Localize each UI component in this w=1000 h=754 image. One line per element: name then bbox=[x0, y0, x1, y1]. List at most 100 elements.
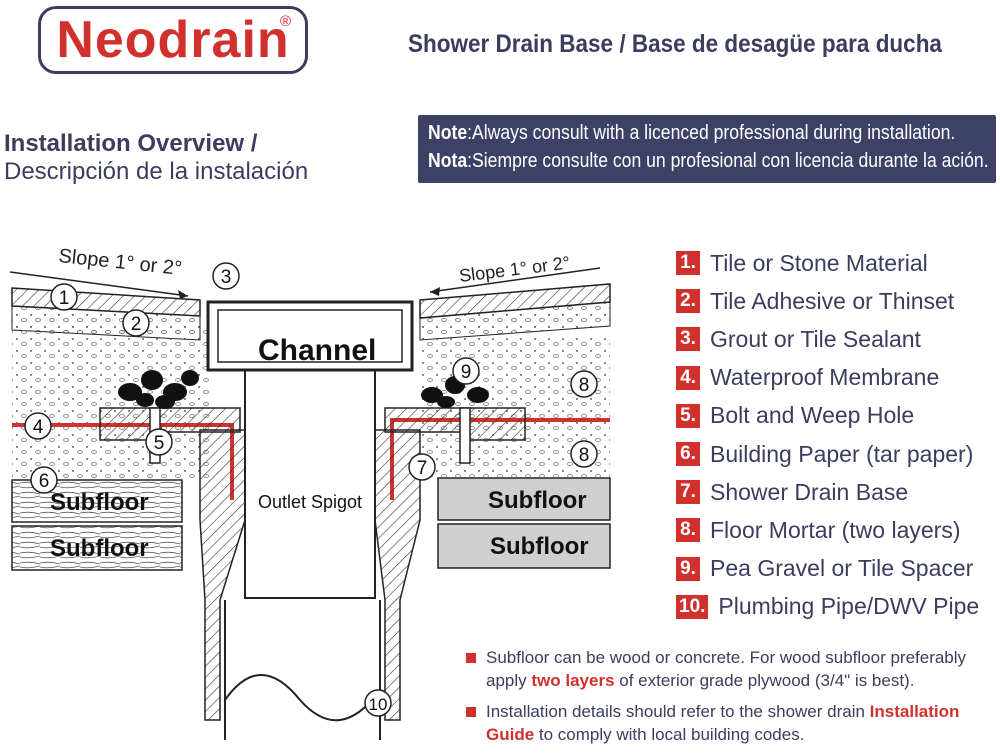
legend-number: 6. bbox=[676, 442, 700, 467]
outlet-label: Outlet Spigot bbox=[258, 492, 362, 512]
legend-text: Plumbing Pipe/DWV Pipe bbox=[718, 593, 980, 620]
channel bbox=[206, 300, 414, 372]
subfloor-label-rt: Subfloor bbox=[488, 487, 587, 514]
callout-9: 9 bbox=[452, 357, 480, 385]
legend-item: 3. Grout or Tile Sealant bbox=[676, 320, 996, 358]
svg-text:9: 9 bbox=[461, 362, 472, 383]
legend-number: 3. bbox=[676, 327, 700, 352]
legend-number: 4. bbox=[676, 365, 700, 390]
legend-number: 1. bbox=[676, 251, 700, 276]
legend-text: Waterproof Membrane bbox=[710, 364, 940, 391]
brand-logo: Neodrain ® bbox=[38, 6, 308, 74]
legend-number: 10. bbox=[676, 594, 709, 619]
svg-text:6: 6 bbox=[39, 471, 50, 492]
svg-text:3: 3 bbox=[221, 267, 232, 288]
legend-item: 7. Shower Drain Base bbox=[676, 473, 996, 511]
legend: 1. Tile or Stone Material 2. Tile Adhesive… bbox=[676, 244, 996, 626]
callout-4: 4 bbox=[24, 412, 52, 440]
legend-item: 4. Waterproof Membrane bbox=[676, 359, 996, 397]
bullet-square-icon bbox=[466, 707, 476, 717]
pea-gravel-right bbox=[421, 376, 489, 408]
footnotes: Subfloor can be wood or concrete. For wo… bbox=[466, 646, 996, 754]
note-text: Subfloor can be wood or concrete. For wo… bbox=[486, 648, 967, 690]
bullet-square-icon bbox=[466, 653, 476, 663]
slope-right-label: Slope 1° or 2° bbox=[458, 253, 571, 286]
legend-text: Grout or Tile Sealant bbox=[710, 325, 921, 352]
legend-number: 8. bbox=[676, 518, 700, 543]
legend-item: 1. Tile or Stone Material bbox=[676, 244, 996, 282]
overview-es: Descripción de la instalación bbox=[4, 158, 309, 185]
svg-text:10: 10 bbox=[369, 695, 388, 714]
callout-1: 1 bbox=[50, 283, 78, 311]
subfloor-right-top bbox=[437, 477, 611, 521]
note-subfloor: Subfloor can be wood or concrete. For wo… bbox=[466, 646, 996, 692]
callout-7: 7 bbox=[408, 453, 436, 481]
slope-arrow-left bbox=[9, 271, 189, 297]
callout-2: 2 bbox=[122, 309, 150, 337]
note-guide: Installation details should refer to the… bbox=[466, 700, 996, 746]
callout-8-bottom: 8 bbox=[570, 440, 598, 468]
svg-text:4: 4 bbox=[33, 417, 44, 438]
drain-diagram: Slope 1° or 2° Slope 1° or 2° Channel Ou… bbox=[9, 245, 611, 740]
slope-arrow-right bbox=[429, 267, 601, 293]
legend-item: 5. Bolt and Weep Hole bbox=[676, 397, 996, 435]
legend-item: 6. Building Paper (tar paper) bbox=[676, 435, 996, 473]
note-highlight: two layers bbox=[531, 671, 615, 690]
slope-left-label: Slope 1° or 2° bbox=[57, 245, 182, 280]
adhesive-right bbox=[419, 301, 611, 341]
note-en-label: Note bbox=[428, 122, 468, 144]
legend-number: 5. bbox=[676, 403, 700, 428]
bolt-right bbox=[459, 407, 471, 464]
note-highlight: Installation Guide bbox=[486, 702, 960, 744]
legend-item: 9. Pea Gravel or Tile Spacer bbox=[676, 550, 996, 588]
overview-heading: Installation Overview / Descripción de l… bbox=[4, 130, 308, 186]
callout-6: 6 bbox=[30, 466, 58, 494]
note-es: Nota:Siempre consulte con un profesional… bbox=[428, 147, 989, 175]
note-text: Installation details should refer to the… bbox=[486, 702, 870, 721]
callout-8-top: 8 bbox=[570, 370, 598, 398]
note-en: Note:Always consult with a licenced prof… bbox=[428, 119, 955, 147]
legend-text: Bolt and Weep Hole bbox=[710, 402, 915, 429]
svg-text:8: 8 bbox=[579, 375, 590, 396]
legend-number: 7. bbox=[676, 480, 700, 505]
note-text: to comply with local building codes. bbox=[534, 725, 805, 744]
legend-number: 9. bbox=[676, 556, 700, 581]
legend-text: Shower Drain Base bbox=[710, 478, 909, 505]
overview-en: Installation Overview / bbox=[4, 130, 258, 157]
callout-10: 10 bbox=[364, 689, 392, 717]
note-en-text: :Always consult with a licenced professi… bbox=[467, 122, 956, 144]
legend-item: 10. Plumbing Pipe/DWV Pipe bbox=[676, 588, 996, 626]
callout-5: 5 bbox=[145, 428, 173, 456]
mortar-left bbox=[12, 330, 212, 480]
registered-mark: ® bbox=[279, 13, 291, 30]
legend-text: Building Paper (tar paper) bbox=[710, 440, 974, 467]
channel-label: Channel bbox=[258, 334, 376, 367]
svg-text:5: 5 bbox=[154, 433, 165, 454]
callout-3: 3 bbox=[212, 262, 240, 290]
drain-body-left bbox=[199, 429, 246, 721]
legend-item: 2. Tile Adhesive or Thinset bbox=[676, 282, 996, 320]
svg-text:7: 7 bbox=[417, 458, 428, 479]
svg-text:2: 2 bbox=[131, 314, 142, 335]
svg-text:1: 1 bbox=[59, 288, 70, 309]
page-title: Shower Drain Base / Base de desagüe para… bbox=[408, 30, 942, 58]
svg-text:8: 8 bbox=[579, 445, 590, 466]
subfloor-right-bottom bbox=[437, 523, 611, 569]
note-box: Note:Always consult with a licenced prof… bbox=[418, 115, 996, 183]
outlet-spigot bbox=[244, 367, 376, 599]
legend-text: Tile or Stone Material bbox=[710, 249, 928, 276]
legend-text: Tile Adhesive or Thinset bbox=[710, 287, 955, 314]
note-es-label: Nota bbox=[428, 150, 468, 172]
legend-number: 2. bbox=[676, 289, 700, 314]
plumbing-pipe bbox=[224, 600, 381, 740]
pea-gravel-left bbox=[118, 370, 199, 409]
subfloor-label-rb: Subfloor bbox=[490, 533, 589, 560]
note-text: of exterior grade plywood (3/4" is best)… bbox=[614, 671, 915, 690]
legend-text: Pea Gravel or Tile Spacer bbox=[710, 555, 974, 582]
brand-name: Neodrain bbox=[56, 11, 290, 69]
channel-inner bbox=[217, 309, 403, 363]
subfloor-left-bottom bbox=[11, 525, 183, 571]
subfloor-label-lt: Subfloor bbox=[50, 489, 149, 516]
legend-text: Floor Mortar (two layers) bbox=[710, 516, 961, 543]
subfloor-label-lb: Subfloor bbox=[50, 535, 149, 562]
